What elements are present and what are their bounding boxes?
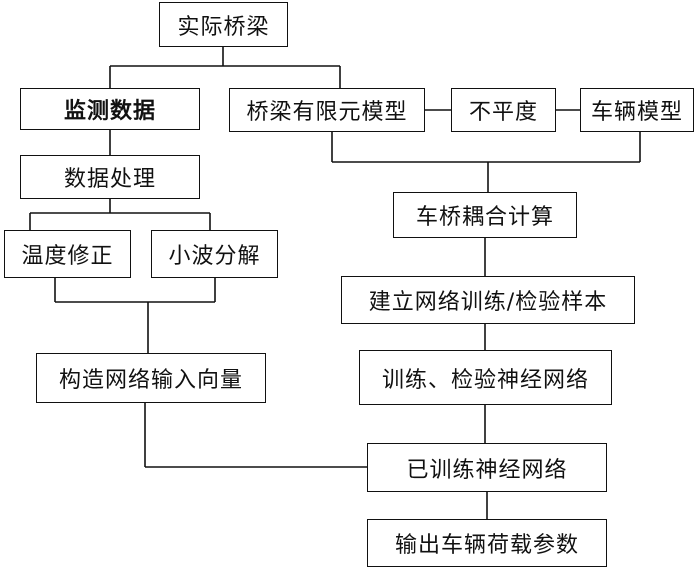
node-bridge-fem: 桥梁有限元模型	[229, 88, 425, 132]
node-temperature-correction: 温度修正	[4, 230, 131, 278]
node-vehicle-model: 车辆模型	[580, 88, 694, 132]
node-output-loads: 输出车辆荷载参数	[367, 519, 607, 567]
node-wavelet-decomposition: 小波分解	[151, 230, 278, 278]
node-trained-network: 已训练神经网络	[367, 443, 607, 492]
node-train-verify: 训练、检验神经网络	[359, 350, 612, 405]
node-roughness: 不平度	[451, 88, 556, 132]
node-monitoring-data: 监测数据	[20, 88, 200, 130]
node-data-processing: 数据处理	[20, 155, 200, 199]
node-actual-bridge: 实际桥梁	[159, 2, 288, 47]
node-coupling-calc: 车桥耦合计算	[393, 192, 577, 238]
node-build-samples: 建立网络训练/检验样本	[341, 276, 635, 324]
node-network-input-vector: 构造网络输入向量	[36, 353, 266, 403]
